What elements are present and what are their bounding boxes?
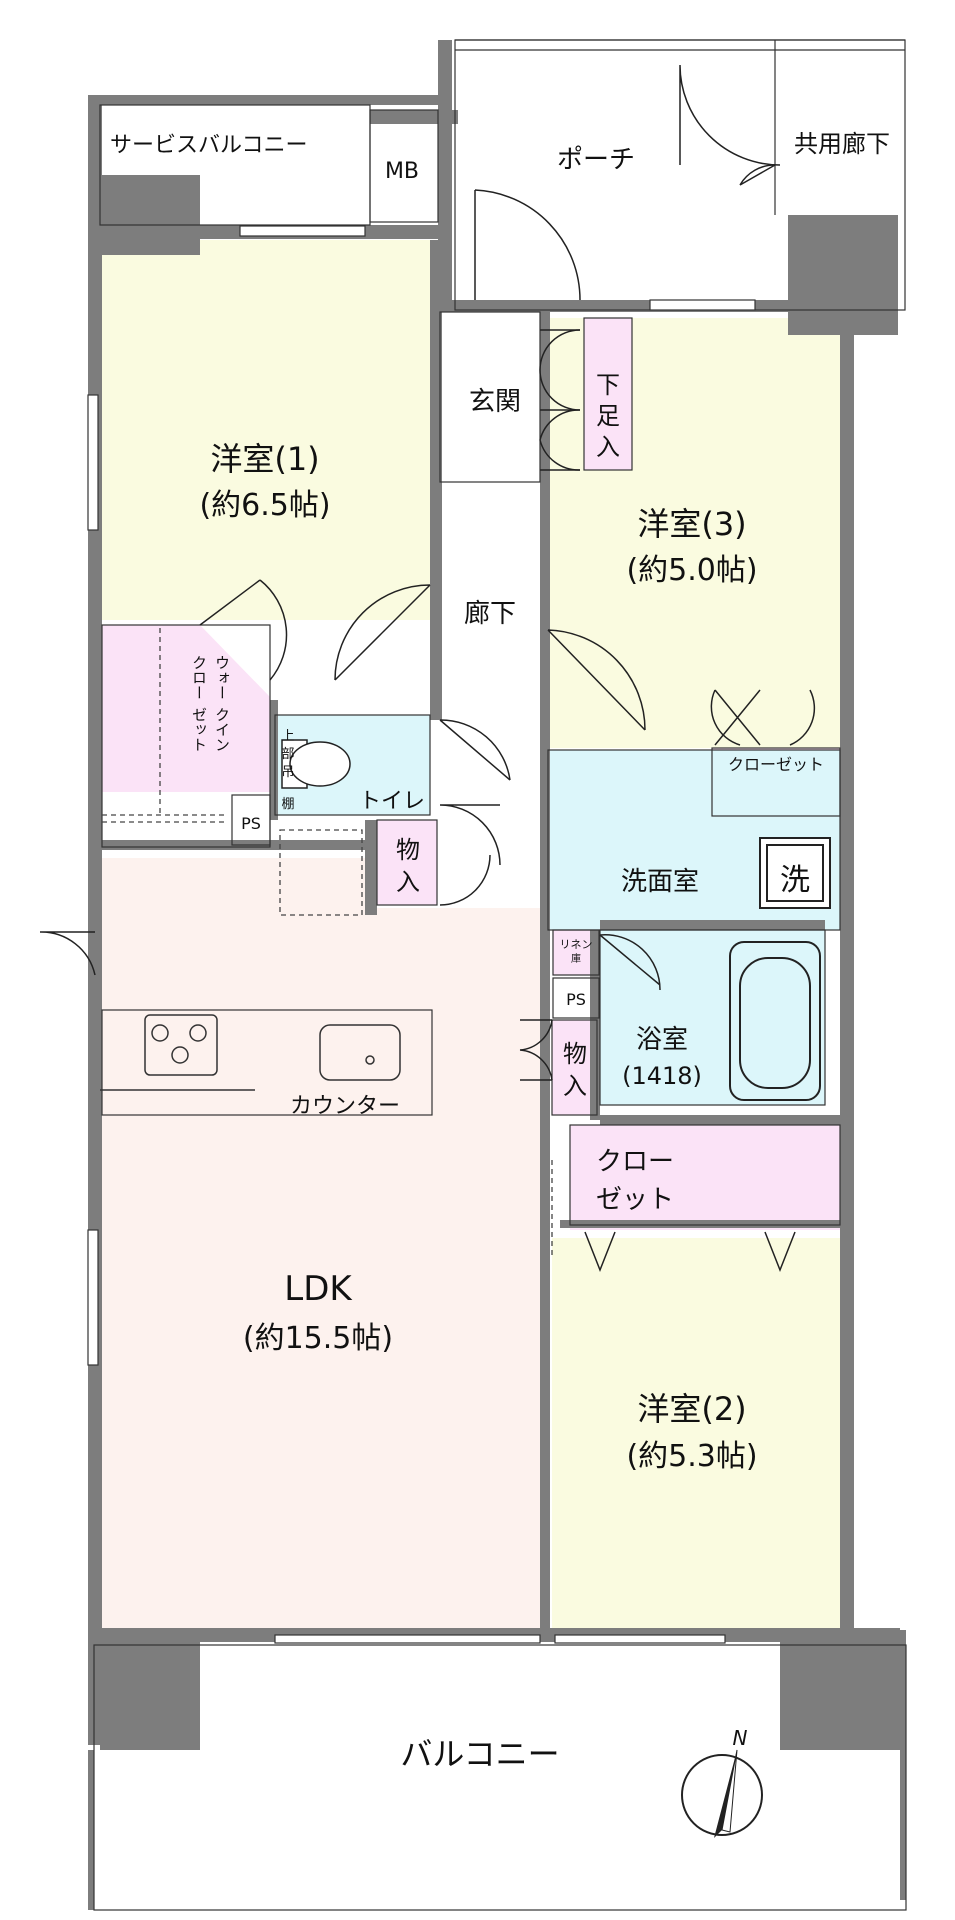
- storage-1-floor: [377, 820, 437, 905]
- western-room-2-size: (約5.3帖): [626, 1439, 757, 1474]
- walk-in-closet-label-3: クロー: [190, 655, 208, 700]
- ldk-size: (約15.5帖): [243, 1321, 393, 1356]
- storage-2-floor: [552, 1020, 597, 1115]
- windows: [87, 225, 756, 1644]
- washroom-label: 洗面室: [621, 867, 699, 897]
- bath-size: (1418): [622, 1062, 702, 1090]
- north-label: N: [733, 1726, 748, 1750]
- western-room-3-name: 洋室(3): [637, 505, 746, 543]
- door-swings: [39, 64, 816, 1273]
- washer-label: 洗: [780, 863, 810, 898]
- closet-2-label-2: ゼット: [596, 1185, 674, 1215]
- entrance-label: 玄関: [469, 387, 521, 417]
- storage-1-label-2: 入: [396, 868, 420, 896]
- storage-2-label-2: 入: [563, 1072, 587, 1100]
- walk-in-closet-label-4: ゼット: [190, 707, 208, 752]
- dashed-lines: [102, 628, 553, 1255]
- ps-label-1: PS: [241, 814, 261, 833]
- washer-fixture: [759, 837, 831, 909]
- common-corridor-label: 共用廊下: [794, 130, 890, 158]
- shoe-storage-label-3: 入: [596, 433, 620, 461]
- ps-label-2: PS: [566, 990, 586, 1009]
- walk-in-closet-floor: [102, 625, 270, 792]
- linen-label-2: 庫: [571, 952, 581, 965]
- walk-in-closet-label-2: クイン: [213, 707, 231, 752]
- wall-outlines: [93, 39, 907, 1911]
- toilet-label: トイレ: [359, 789, 425, 814]
- north-compass-icon: [681, 1749, 763, 1838]
- ldk-name: LDK: [284, 1269, 353, 1309]
- closet-2-label-1: クロー: [596, 1147, 674, 1177]
- upper-shelf-label-4: 棚: [281, 797, 294, 812]
- storage-1-label-1: 物: [396, 836, 420, 864]
- upper-shelf-label-1: 上: [281, 729, 294, 744]
- western-room-2-name: 洋室(2): [637, 1390, 746, 1428]
- bathtub-fixture: [729, 941, 821, 1101]
- shoe-storage-floor: [584, 318, 632, 470]
- upper-shelf-label-2: 部: [281, 747, 294, 762]
- western-room-1-name: 洋室(1): [210, 440, 319, 478]
- bath-name: 浴室: [636, 1025, 688, 1055]
- closet-2-floor: [570, 1125, 840, 1230]
- walk-in-closet-label-1: ウォー: [213, 655, 231, 700]
- balcony-label: バルコニー: [400, 1735, 559, 1773]
- porch-label: ポーチ: [557, 145, 635, 175]
- shoe-storage-label-1: 下: [596, 371, 620, 399]
- western-room-2-floor: [552, 1238, 840, 1640]
- western-room-3-size: (約5.0帖): [626, 553, 757, 588]
- linen-label-1: リネン: [560, 938, 593, 951]
- western-room-1-size: (約6.5帖): [199, 488, 330, 523]
- kitchen-fixtures: [100, 1014, 401, 1091]
- hallway-label: 廊下: [464, 599, 516, 629]
- service-balcony-label: サービスバルコニー: [110, 133, 308, 158]
- toilet-fixture: [281, 739, 351, 789]
- shoe-storage-label-2: 足: [596, 402, 620, 430]
- counter-label: カウンター: [290, 1094, 400, 1119]
- mb-label: MB: [385, 159, 419, 184]
- ldk-floor: [102, 858, 545, 1640]
- storage-2-label-1: 物: [563, 1040, 587, 1068]
- upper-shelf-label-3: 吊: [281, 765, 294, 780]
- closet-3-label: クローゼット: [728, 755, 824, 774]
- western-room-1-floor: [100, 240, 430, 620]
